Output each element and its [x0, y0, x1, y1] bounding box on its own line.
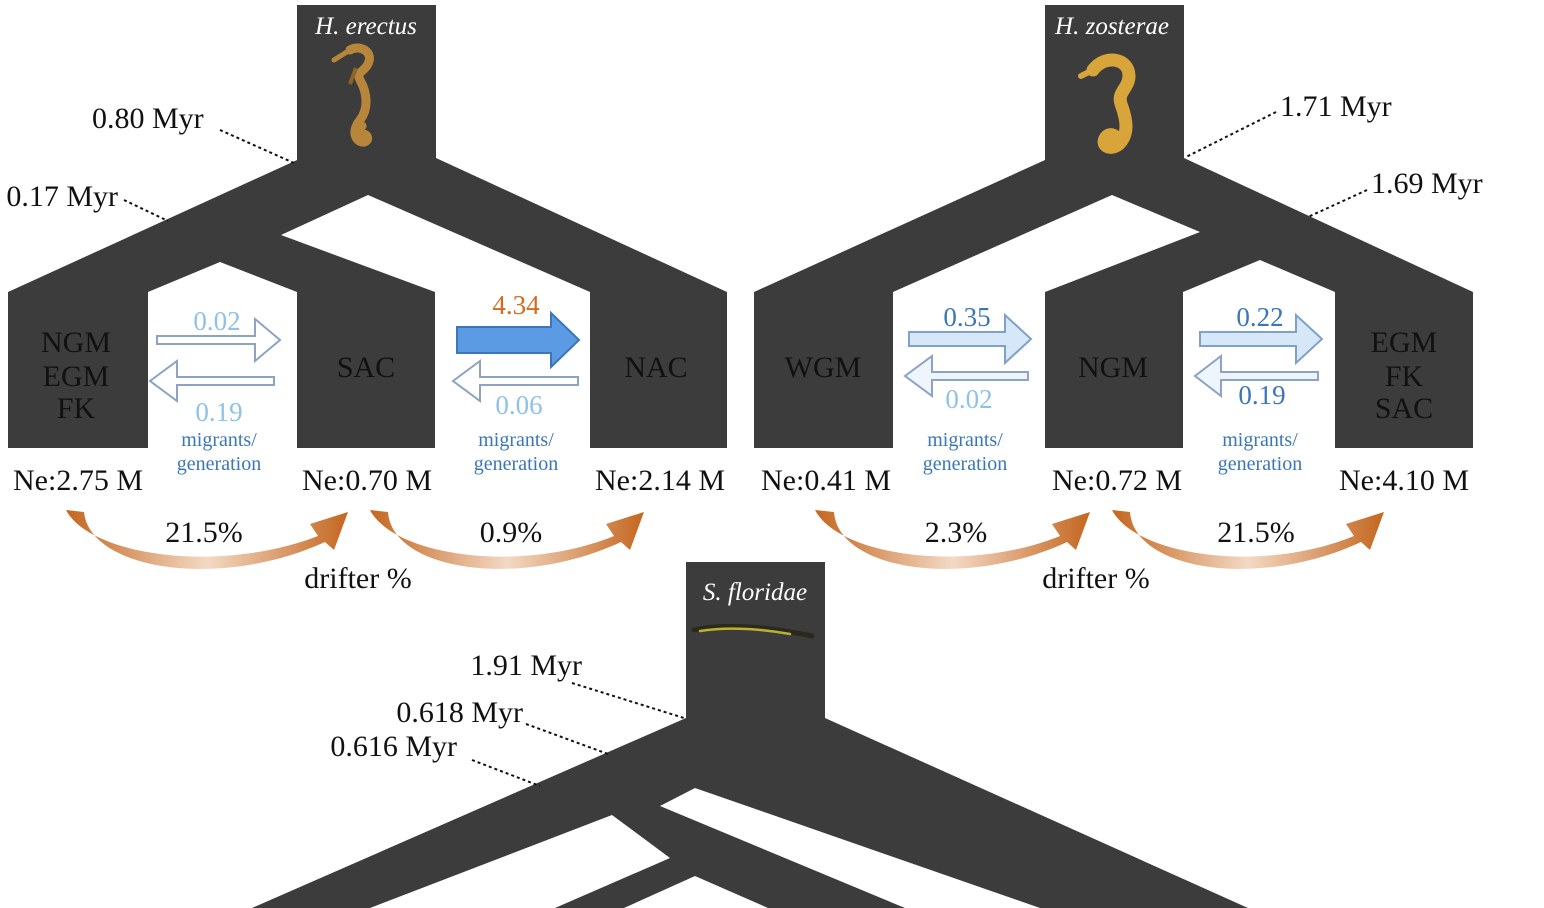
zosterae-root-leader	[1185, 111, 1277, 158]
erectus-pop3-line1: NAC	[624, 351, 687, 384]
erectus-pop3-ne: Ne:2.14 M	[595, 464, 725, 497]
erectus-gap2-unit-line1: migrants/	[478, 429, 554, 451]
erectus-root-leader	[219, 129, 295, 164]
floridae-root-leader	[571, 682, 685, 719]
erectus-pop1-line2: EGM	[43, 360, 110, 393]
zosterae-seahorse-icon	[1078, 53, 1136, 154]
zosterae-gap2-left-rate: 0.19	[1238, 380, 1285, 410]
divergence-annotations: 0.80 Myr 0.17 Myr 1.71 Myr 1.69 Myr 1.91…	[6, 90, 1483, 787]
drifter-percentages: 21.5% 0.9% drifter % 2.3% 21.5% drifter …	[165, 516, 1295, 595]
zosterae-gap1-unit-line1: migrants/	[927, 429, 1003, 451]
erectus-gap2-left-rate: 0.06	[495, 390, 542, 420]
erectus-pop1-ne: Ne:2.75 M	[13, 464, 143, 497]
erectus-split-age: 0.17 Myr	[6, 180, 118, 213]
floridae-pipefish-icon	[691, 623, 815, 639]
floridae-split2-age: 0.616 Myr	[330, 730, 457, 763]
zosterae-gap1-left-arrow	[903, 354, 1029, 398]
erectus-gap2-unit-line2: generation	[474, 453, 558, 475]
erectus-species-name: H. erectus	[314, 13, 417, 40]
zosterae-gap2-left-arrow	[1193, 353, 1319, 399]
zosterae-pop1-ne: Ne:0.41 M	[761, 464, 891, 497]
zosterae-drift-arrow-2	[1112, 510, 1384, 569]
migration-unit-captions: migrants/ generation migrants/ generatio…	[177, 429, 1302, 475]
zosterae-pop3-ne: Ne:4.10 M	[1339, 464, 1469, 497]
erectus-root-age: 0.80 Myr	[92, 102, 204, 135]
erectus-gap2-right-arrow	[456, 310, 581, 370]
drifter-arrows	[66, 510, 1384, 569]
zosterae-gap2-right-rate: 0.22	[1236, 302, 1283, 332]
erectus-gap2-right-rate: 4.34	[492, 290, 540, 320]
zosterae-drifter-label: drifter %	[1042, 562, 1149, 595]
erectus-drift-arrow-2	[370, 510, 644, 569]
erectus-seahorse-icon	[331, 43, 374, 147]
zosterae-pop2-line1: NGM	[1078, 351, 1148, 384]
erectus-drift-arrow-1	[66, 510, 348, 569]
floridae-split1-age: 0.618 Myr	[396, 696, 523, 729]
zosterae-pop1-line1: WGM	[785, 351, 862, 384]
floridae-split1-leader	[525, 723, 609, 755]
zosterae-tree-shape	[754, 5, 1473, 448]
floridae-species-name: S. floridae	[703, 579, 807, 606]
zosterae-split-leader	[1307, 189, 1368, 218]
zosterae-species-name: H. zosterae	[1054, 13, 1169, 40]
erectus-gap1-right-arrow	[156, 316, 282, 364]
migration-rates: 0.02 0.19 4.34 0.06 0.35 0.02 0.22 0.19	[193, 290, 1285, 427]
zosterae-drift-value-2: 21.5%	[1217, 516, 1295, 549]
zosterae-pop3-line1: EGM	[1371, 326, 1438, 359]
zosterae-gap1-unit-line2: generation	[923, 453, 1007, 475]
floridae-tree: S. floridae	[252, 562, 1248, 908]
floridae-tree-shape	[252, 562, 1248, 908]
erectus-pop2-line1: SAC	[337, 351, 395, 384]
floridae-root-age: 1.91 Myr	[470, 649, 582, 682]
zosterae-gap1-right-rate: 0.35	[943, 302, 990, 332]
erectus-pop1-line3: FK	[57, 392, 96, 425]
erectus-tree: H. erectus	[8, 5, 727, 448]
zosterae-root-age: 1.71 Myr	[1280, 90, 1392, 123]
erectus-drift-value-2: 0.9%	[480, 516, 543, 549]
erectus-pop1-line1: NGM	[41, 326, 111, 359]
effective-population-sizes: Ne:2.75 M Ne:0.70 M Ne:2.14 M Ne:0.41 M …	[13, 464, 1469, 497]
zosterae-pop3-line2: FK	[1385, 360, 1424, 393]
erectus-gap2-left-arrow	[451, 359, 579, 403]
erectus-drifter-label: drifter %	[304, 562, 411, 595]
erectus-gap1-left-arrow	[148, 359, 275, 403]
zosterae-split-age: 1.69 Myr	[1371, 167, 1483, 200]
zosterae-pop2-ne: Ne:0.72 M	[1052, 464, 1182, 497]
zosterae-gap2-right-arrow	[1199, 312, 1324, 366]
erectus-pop2-ne: Ne:0.70 M	[302, 464, 432, 497]
zosterae-drift-value-1: 2.3%	[925, 516, 988, 549]
erectus-split-leader	[123, 199, 169, 222]
migration-arrows	[148, 310, 1324, 403]
zosterae-gap2-unit-line2: generation	[1218, 453, 1302, 475]
zosterae-gap1-right-arrow	[908, 312, 1033, 366]
zosterae-tree: H. zosterae	[754, 5, 1473, 448]
erectus-gap1-right-rate: 0.02	[193, 306, 240, 336]
erectus-gap1-unit-line2: generation	[177, 453, 261, 475]
erectus-drift-value-1: 21.5%	[165, 516, 243, 549]
zosterae-gap2-unit-line1: migrants/	[1222, 429, 1298, 451]
floridae-split2-leader	[471, 759, 541, 787]
population-labels: NGM EGM FK SAC NAC WGM NGM EGM FK SAC	[41, 326, 1437, 425]
zosterae-drift-arrow-1	[815, 510, 1090, 569]
zosterae-pop3-line3: SAC	[1375, 392, 1433, 425]
erectus-gap1-unit-line1: migrants/	[181, 429, 257, 451]
erectus-gap1-left-rate: 0.19	[195, 397, 242, 427]
zosterae-gap1-left-rate: 0.02	[945, 384, 992, 414]
